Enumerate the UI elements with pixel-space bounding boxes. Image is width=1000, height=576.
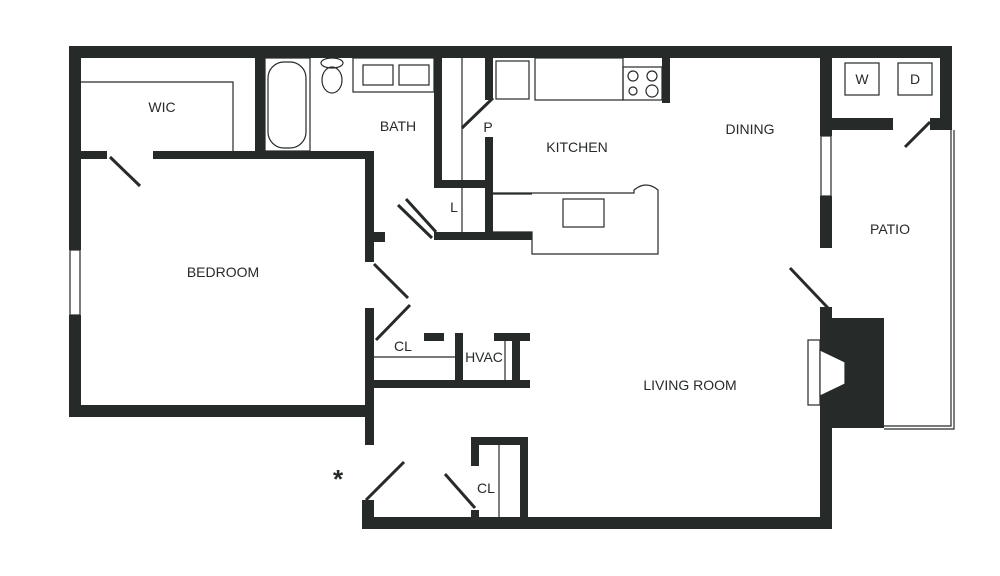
stove (622, 66, 663, 101)
label-pantry: P (483, 119, 492, 135)
label-hvac: HVAC (465, 349, 503, 365)
room-labels: WIC BATH P KITCHEN DINING W D L BEDROOM … (148, 71, 920, 496)
label-wic: WIC (148, 99, 175, 115)
windows-and-fixtures (69, 57, 955, 517)
label-living-room: LIVING ROOM (643, 377, 736, 393)
doors (108, 96, 932, 509)
dryer (897, 62, 933, 96)
entry-marker: * (333, 464, 344, 494)
label-linen: L (450, 199, 458, 215)
refrigerator (495, 60, 530, 100)
walls (69, 46, 952, 529)
bathtub (264, 57, 311, 152)
label-washer: W (855, 71, 869, 87)
label-patio: PATIO (870, 221, 910, 237)
label-dining: DINING (726, 121, 775, 137)
label-bedroom: BEDROOM (187, 264, 259, 280)
kitchen-sink (562, 198, 605, 228)
label-bath: BATH (380, 118, 416, 134)
label-closet-bedroom: CL (394, 338, 412, 354)
label-kitchen: KITCHEN (546, 139, 607, 155)
label-closet-entry: CL (477, 480, 495, 496)
toilet (321, 66, 343, 94)
washer (844, 62, 880, 96)
label-dryer: D (910, 71, 920, 87)
